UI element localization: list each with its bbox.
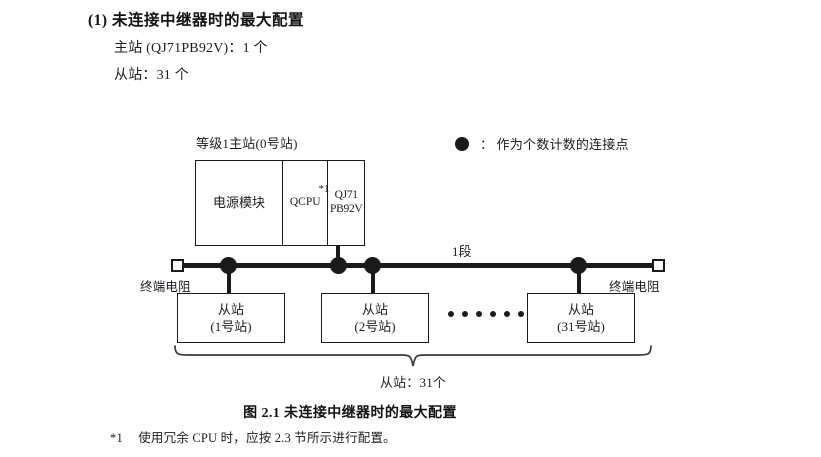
page-title: (1) 未连接中继器时的最大配置	[88, 12, 304, 29]
terminator-resistor-left-icon	[171, 259, 184, 272]
ellipsis-dot	[462, 311, 468, 317]
slave-drop-line	[371, 266, 375, 293]
network-module-line1: QJ71	[334, 189, 358, 202]
segment-label: 1段	[452, 244, 472, 259]
slave-title: 从站	[567, 301, 594, 317]
legend-label: ： 作为个数计数的连接点	[480, 137, 629, 152]
footnote: *1 使用冗余 CPU 时，应按 2.3 节所示进行配置。	[110, 427, 396, 446]
ellipsis-dots	[448, 311, 524, 317]
ellipsis-dot	[518, 311, 524, 317]
slave-station-number: (2号站)	[354, 319, 396, 334]
ellipsis-dot	[490, 311, 496, 317]
terminator-resistor-right-icon	[652, 259, 665, 272]
slave-title: 从站	[361, 301, 388, 317]
footnote-marker: *1	[110, 431, 123, 445]
slave-station-box: 从站 (2号站)	[321, 293, 429, 343]
ellipsis-dot	[504, 311, 510, 317]
connection-dot	[330, 257, 347, 274]
slave-station-number: (31号站)	[557, 319, 605, 334]
connection-dot	[364, 257, 381, 274]
slave-drop-line	[577, 266, 581, 293]
connection-dot	[570, 257, 587, 274]
slave-title: 从站	[217, 301, 244, 317]
master-rack-box: 电源模块 QCPU *1 QJ71 PB92V	[195, 160, 365, 246]
footnote-text: 使用冗余 CPU 时，应按 2.3 节所示进行配置。	[138, 431, 396, 445]
ellipsis-dot	[476, 311, 482, 317]
master-rack-label: 等级1主站(0号站)	[196, 136, 298, 151]
rack-cell-power-supply: 电源模块	[196, 161, 283, 245]
footnote-marker-cpu: *1	[318, 183, 330, 195]
slave-station-number: (1号站)	[210, 319, 252, 334]
figure-caption: 图 2.1 未连接中继器时的最大配置	[243, 406, 457, 421]
network-module-line2: PB92V	[330, 203, 363, 215]
filled-circle-icon	[455, 136, 469, 151]
terminator-label-right: 终端电阻	[609, 280, 660, 294]
network-bus-line	[181, 263, 657, 268]
slave-drop-line	[227, 266, 231, 293]
heading-block: (1) 未连接中继器时的最大配置 主站 (QJ71PB92V)：1 个 从站：3…	[88, 8, 708, 84]
slave-count-brace	[168, 344, 658, 370]
spec-slave-line: 从站：31 个	[114, 68, 189, 83]
ellipsis-dot	[448, 311, 454, 317]
brace-icon	[174, 345, 652, 367]
connection-dot	[220, 257, 237, 274]
terminator-label-left: 终端电阻	[140, 280, 191, 294]
spec-master-line: 主站 (QJ71PB92V)：1 个	[114, 41, 268, 56]
legend: ： 作为个数计数的连接点	[455, 134, 629, 153]
rack-cell-cpu-label: QCPU	[289, 196, 321, 209]
slave-station-box: 从站 (31号站)	[527, 293, 635, 343]
rack-cell-cpu: QCPU *1	[283, 161, 330, 245]
rack-cell-network-module: QJ71 PB92V	[328, 161, 364, 245]
slave-count-caption: 从站：31个	[379, 375, 447, 390]
slave-station-box: 从站 (1号站)	[177, 293, 285, 343]
